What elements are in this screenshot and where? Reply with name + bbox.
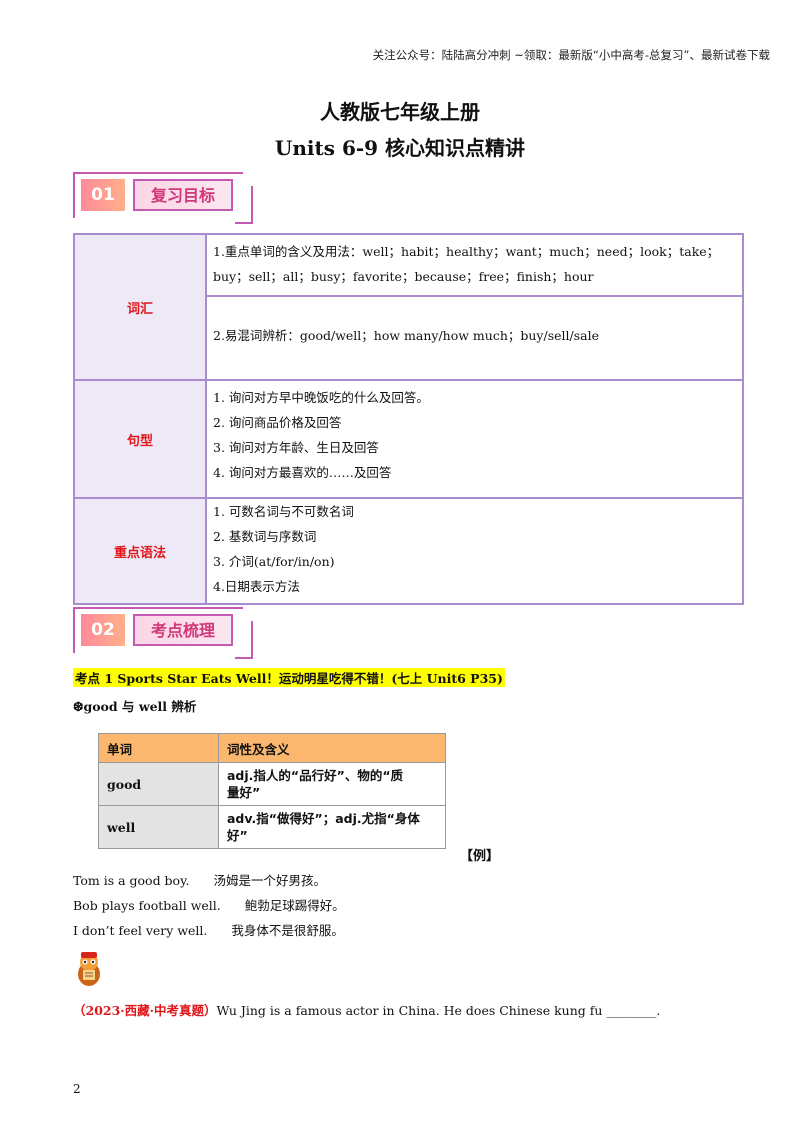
word-cell: well [98, 805, 219, 849]
category-grammar: 重点语法 [73, 497, 207, 605]
exam-question: （2023·西藏·中考真题）Wu Jing is a famous actor … [73, 1003, 661, 1018]
vocab-item-1: 1.重点单词的含义及用法：well；habit；healthy；want；muc… [205, 233, 744, 297]
example-tag: 【例】 [460, 849, 500, 864]
header-note: 关注公众号：陆陆高分冲刺 ~领取：最新版“小中高考-总复习”、最新试卷下载 [372, 48, 770, 62]
page-subtitle: Units 6-9 核心知识点精讲 [274, 136, 526, 160]
definition-cell: adv.指“做得好”；adj.尤指“身体 好” [218, 805, 446, 849]
grammar-list: 1. 可数名词与不可数名词 2. 基数词与序数词 3. 介词(at/for/in… [205, 497, 744, 605]
review-goals-table: 词汇 1.重点单词的含义及用法：well；habit；healthy；want；… [73, 233, 744, 605]
mascot-icon [78, 952, 100, 986]
key-point-title: 考点 1 Sports Star Eats Well！运动明星吃得不错！(七上 … [73, 668, 505, 687]
example-sentence: I don’t feel very well.我身体不是很舒服。 [73, 923, 344, 938]
table-row: good adj.指人的“品行好”、物的“质 量好” [98, 762, 446, 806]
section-label: 考点梳理 [133, 614, 233, 646]
good-well-table: 单词 词性及含义 good adj.指人的“品行好”、物的“质 量好” well… [98, 733, 446, 849]
section-number: 02 [81, 614, 125, 646]
definition-cell: adj.指人的“品行好”、物的“质 量好” [218, 762, 446, 806]
category-vocab: 词汇 [73, 233, 207, 381]
section-banner-review-goals: 01 复习目标 [73, 172, 253, 224]
exam-source: （2023·西藏·中考真题） [73, 1003, 217, 1018]
category-sentence: 句型 [73, 379, 207, 499]
page-title: 人教版七年级上册 [320, 100, 480, 124]
page-number: 2 [73, 1082, 81, 1096]
section-number: 01 [81, 179, 125, 211]
section-banner-key-points: 02 考点梳理 [73, 607, 253, 659]
word-cell: good [98, 762, 219, 806]
example-sentence: Tom is a good boy.汤姆是一个好男孩。 [73, 873, 326, 888]
table-row: well adv.指“做得好”；adj.尤指“身体 好” [98, 805, 446, 849]
section-label: 复习目标 [133, 179, 233, 211]
vocab-item-2: 2.易混词辨析：good/well；how many/how much；buy/… [205, 295, 744, 381]
sentence-list: 1. 询问对方早中晚饭吃的什么及回答。 2. 询问商品价格及回答 3. 询问对方… [205, 379, 744, 499]
table-header-definition: 词性及含义 [218, 733, 446, 763]
example-sentence: Bob plays football well.鲍勃足球踢得好。 [73, 898, 345, 913]
key-point-subtitle: ❆good 与 well 辨析 [73, 699, 197, 714]
table-header-word: 单词 [98, 733, 219, 763]
